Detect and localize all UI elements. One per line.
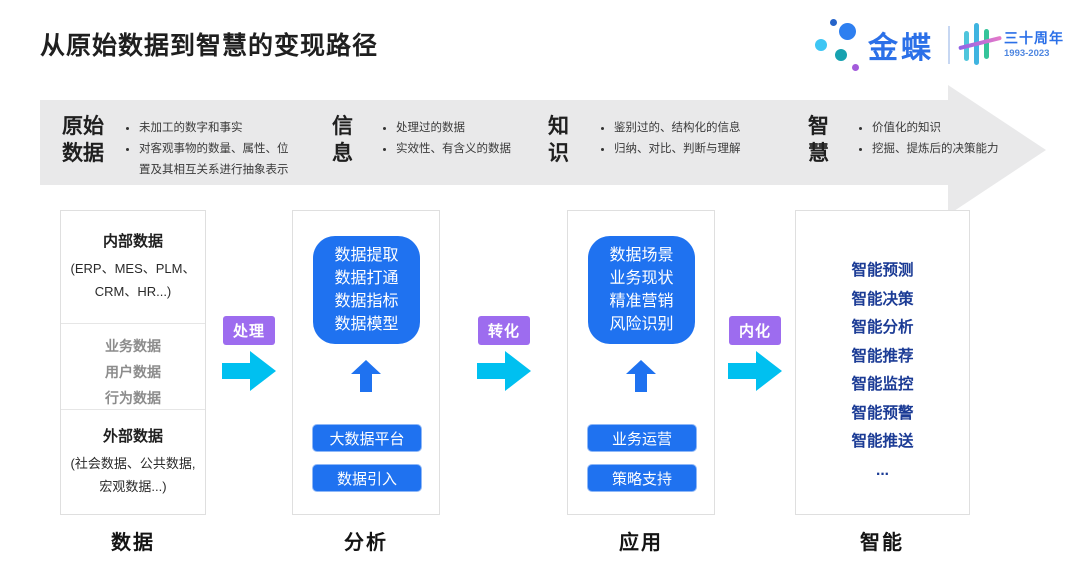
bullet-icon	[126, 127, 129, 130]
kingdee-dots-icon	[814, 18, 862, 72]
anniversary-years: 1993-2023	[1004, 47, 1050, 59]
internal-data-systems: (ERP、MES、PLM、CRM、HR...)	[70, 261, 196, 299]
bullet-icon	[383, 127, 386, 130]
external-data-section: 外部数据 (社会数据、公共数据, 宏观数据...)	[61, 409, 205, 498]
bullet-icon	[859, 127, 862, 130]
intelligence-item: 智能预测	[851, 262, 914, 279]
flow-transform: 转化	[476, 316, 532, 396]
stage-knowledge: 知识 鉴别过的、结构化的信息 归纳、对比、判断与理解	[548, 115, 741, 165]
middle-data-section: 业务数据 用户数据 行为数据	[61, 323, 205, 409]
strategy-support-button: 策略支持	[587, 464, 697, 492]
kingdee-logo: 金蝶 三十周年 1993-2023	[814, 18, 1064, 72]
intelligence-item-ellipsis: ...	[876, 461, 889, 479]
internal-data-title: 内部数据	[102, 233, 163, 250]
bullet-icon	[383, 148, 386, 151]
intelligence-item: 智能分析	[851, 319, 914, 336]
data-sources-panel: 内部数据 (ERP、MES、PLM、CRM、HR...) 业务数据 用户数据 行…	[60, 210, 206, 515]
logo-dot-purple-icon	[852, 64, 859, 71]
logo-dot-teal-icon	[835, 49, 847, 61]
anniversary-label: 三十周年	[1004, 30, 1064, 47]
external-data-types: (社会数据、公共数据, 宏观数据...)	[70, 456, 196, 494]
logo-dot-blue-icon	[839, 23, 856, 40]
analysis-core-box: 数据提取 数据打通 数据指标 数据模型	[313, 236, 420, 344]
intelligence-item: 智能预警	[851, 404, 914, 422]
stage-wisdom: 智慧 价值化的知识 挖掘、提炼后的决策能力	[808, 115, 999, 165]
stage-raw-data: 原始数据 未加工的数字和事实 对客观事物的数量、属性、位置及其相互关系进行抽象表…	[62, 115, 289, 176]
logo-dot-navy-icon	[830, 19, 837, 26]
footer-label-analysis: 分析	[344, 532, 388, 554]
intelligence-item: 智能监控	[851, 376, 914, 393]
up-arrow-icon	[351, 360, 381, 392]
logo-divider	[948, 26, 950, 64]
data-import-button: 数据引入	[312, 464, 422, 492]
application-panel: 数据场景 业务现状 精准营销 风险识别 业务运营 策略支持	[567, 210, 715, 515]
footer-label-intelligence: 智能	[860, 532, 904, 554]
big-data-platform-button: 大数据平台	[312, 424, 422, 452]
brand-name: 金蝶	[868, 32, 934, 65]
page-title: 从原始数据到智慧的变现路径	[40, 32, 379, 60]
up-arrow-icon	[626, 360, 656, 392]
banner-arrow-head-icon	[948, 85, 1046, 215]
flow-internalize: 内化	[727, 316, 783, 396]
thirty-mark-icon	[958, 22, 1002, 68]
logo-dot-cyan-icon	[815, 39, 827, 51]
business-operation-button: 业务运营	[587, 424, 697, 452]
intelligence-panel: 智能预测 智能决策 智能分析 智能推荐 智能监控 智能预警 智能推送 ...	[795, 210, 970, 515]
bullet-icon	[126, 148, 129, 151]
banner-arrow-body	[40, 100, 948, 185]
stages-banner: 原始数据 未加工的数字和事实 对客观事物的数量、属性、位置及其相互关系进行抽象表…	[40, 85, 1050, 215]
intelligence-item: 智能推送	[851, 433, 914, 450]
bullet-icon	[601, 148, 604, 151]
right-arrow-icon	[728, 351, 782, 391]
right-arrow-icon	[477, 351, 531, 391]
right-arrow-icon	[222, 351, 276, 391]
footer-label-application: 应用	[619, 532, 663, 554]
footer-label-data: 数据	[111, 532, 155, 554]
intelligence-item: 智能决策	[851, 290, 914, 308]
bullet-icon	[601, 127, 604, 130]
stage-information: 信息 处理过的数据 实效性、有含义的数据	[332, 115, 511, 165]
internal-data-section: 内部数据 (ERP、MES、PLM、CRM、HR...)	[61, 211, 205, 323]
flow-label-process: 处理	[222, 316, 275, 345]
intelligence-item: 智能推荐	[851, 347, 914, 365]
flow-label-internalize: 内化	[728, 316, 781, 345]
flow-label-transform: 转化	[477, 316, 530, 345]
application-core-box: 数据场景 业务现状 精准营销 风险识别	[588, 236, 695, 344]
bullet-icon	[859, 148, 862, 151]
external-data-title: 外部数据	[102, 428, 163, 445]
analysis-panel: 数据提取 数据打通 数据指标 数据模型 大数据平台 数据引入	[292, 210, 440, 515]
flow-process: 处理	[221, 316, 277, 396]
anniversary-block: 三十周年 1993-2023	[958, 22, 1064, 68]
